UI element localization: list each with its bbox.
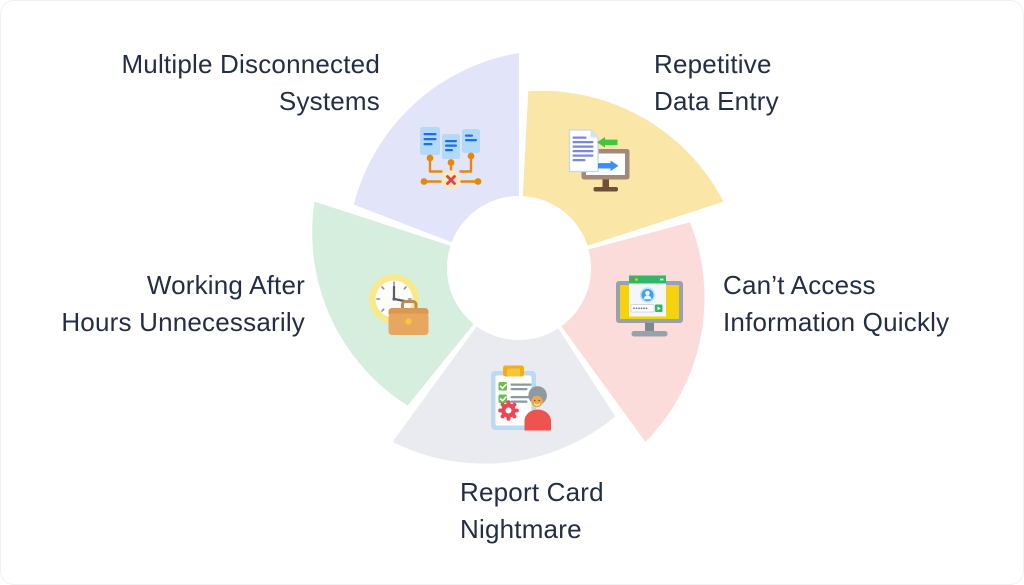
label-line: Repetitive [654,49,772,79]
label-line: Can’t Access [723,270,876,300]
document-transfer-monitor-icon [568,129,630,192]
avatar [639,287,656,303]
arrow-left-icon [597,137,618,148]
label-repetitive-data-entry: Repetitive Data Entry [654,46,779,120]
clipboard-person-icon [491,365,551,431]
label-multiple-disconnected-systems: Multiple Disconnected Systems [121,46,380,120]
clock-hands [392,285,406,303]
label-working-after-hours: Working After Hours Unnecessarily [61,267,305,341]
clock-briefcase-icon [369,274,429,335]
label-line: Hours Unnecessarily [61,307,305,337]
password-field [630,304,655,313]
label-cant-access-information-quickly: Can’t Access Information Quickly [723,267,949,341]
submit-button [655,304,663,312]
label-line: Information Quickly [723,307,950,337]
center-circle [447,196,591,340]
checklist [498,382,532,403]
label-line: Nightmare [460,514,582,544]
gear-icon [498,400,519,421]
label-line: Systems [278,86,380,116]
label-line: Working After [146,270,305,300]
login-monitor-icon [616,275,683,337]
label-line: Multiple Disconnected [121,49,380,79]
briefcase [388,300,429,335]
label-report-card-nightmare: Report Card Nightmare [460,474,604,548]
person [524,386,551,431]
error-x-icon [446,175,456,185]
document [568,129,599,173]
disconnected-systems-icon [420,127,482,190]
arrow-right-icon [598,160,619,172]
label-line: Data Entry [654,86,779,116]
label-line: Report Card [460,477,604,507]
